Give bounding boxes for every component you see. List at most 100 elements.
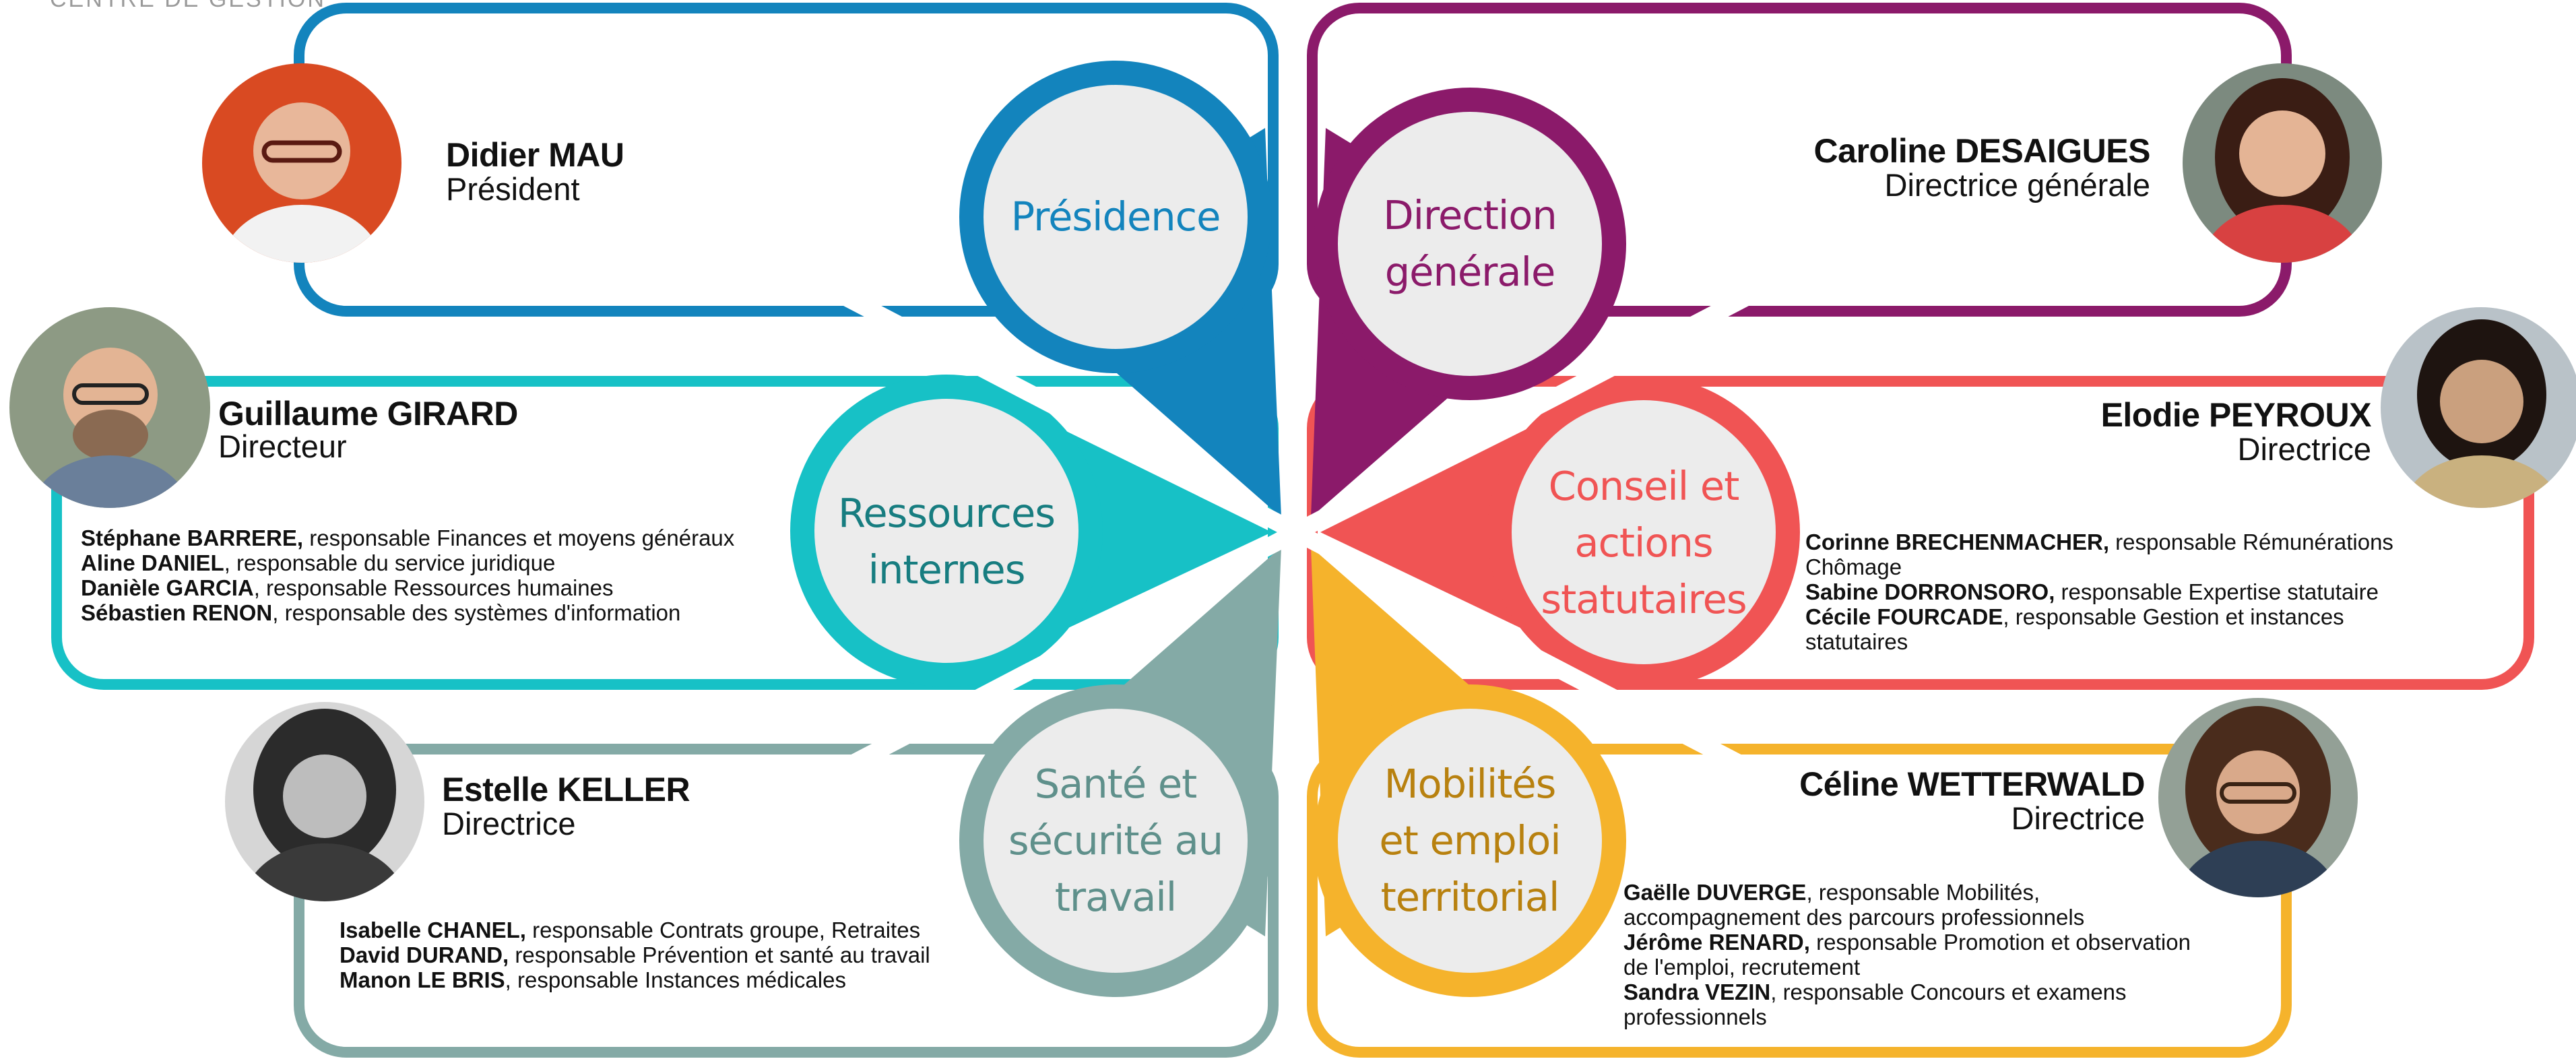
header-caption: CENTRE DE GESTION bbox=[50, 0, 326, 13]
member-line: Danièle GARCIA, responsable Ressources h… bbox=[81, 575, 734, 600]
avatar-guillaume-girard bbox=[9, 307, 210, 508]
person-role-sante: Directrice bbox=[442, 806, 576, 841]
member-name: David DURAND, bbox=[340, 942, 509, 967]
avatar-caroline-desaigues bbox=[2183, 63, 2382, 263]
member-name: Sabine DORRONSORO, bbox=[1805, 579, 2055, 604]
member-line: Sébastien RENON, responsable des système… bbox=[81, 600, 734, 625]
member-name: Aline DANIEL bbox=[81, 550, 224, 575]
member-desc: accompagnement des parcours professionne… bbox=[1623, 905, 2085, 930]
member-desc: responsable Prévention et santé au trava… bbox=[509, 942, 930, 967]
petal-presidence-inner bbox=[984, 85, 1248, 349]
petal-sante-inner bbox=[984, 709, 1248, 973]
label-direction: Direction générale bbox=[1338, 187, 1602, 300]
person-name-presidence: Didier MAU bbox=[446, 136, 624, 174]
member-line: statutaires bbox=[1805, 629, 2393, 654]
label-mobilites: Mobilités et emploi territorial bbox=[1338, 756, 1602, 926]
person-role-conseil: Directrice bbox=[2237, 431, 2371, 467]
members-sante: Isabelle CHANEL, responsable Contrats gr… bbox=[340, 918, 930, 992]
person-role-mobilites: Directrice bbox=[2011, 800, 2145, 836]
member-desc: de l'emploi, recrutement bbox=[1623, 955, 1861, 980]
member-desc: , responsable du service juridique bbox=[224, 550, 556, 575]
member-desc: responsable Expertise statutaire bbox=[2055, 579, 2379, 604]
frame-mobilites bbox=[1307, 744, 2292, 1058]
member-name: Stéphane BARRERE, bbox=[81, 525, 304, 550]
label-line: Mobilités bbox=[1384, 761, 1557, 807]
label-line: Santé et bbox=[1034, 761, 1198, 807]
member-line: Stéphane BARRERE, responsable Finances e… bbox=[81, 525, 734, 550]
member-desc: professionnels bbox=[1623, 1004, 1767, 1029]
person-name-direction: Caroline DESAIGUES bbox=[1813, 132, 2151, 170]
member-line: Isabelle CHANEL, responsable Contrats gr… bbox=[340, 918, 930, 942]
member-line: de l'emploi, recrutement bbox=[1623, 955, 2191, 980]
member-desc: , responsable Concours et examens bbox=[1770, 980, 2127, 1004]
person-name-conseil: Elodie PEYROUX bbox=[2100, 396, 2372, 434]
members-conseil: Corinne BRECHENMACHER, responsable Rémun… bbox=[1805, 530, 2393, 654]
label-line: et emploi bbox=[1379, 817, 1561, 864]
member-name: Gaëlle DUVERGE bbox=[1623, 880, 1807, 905]
avatar-celine-wetterwald bbox=[2158, 698, 2358, 897]
member-line: Aline DANIEL, responsable du service jur… bbox=[81, 550, 734, 575]
label-line: territorial bbox=[1380, 874, 1560, 920]
label-line: Ressources bbox=[837, 490, 1056, 536]
member-name: Isabelle CHANEL, bbox=[340, 918, 526, 942]
label-line: sécurité au bbox=[1008, 817, 1223, 864]
avatar-didier-mau bbox=[202, 63, 401, 263]
person-role-direction: Directrice générale bbox=[1884, 167, 2150, 203]
member-desc: , responsable des systèmes d'information bbox=[272, 600, 681, 625]
label-line: Présidence bbox=[1010, 193, 1221, 240]
member-desc: , responsable Instances médicales bbox=[505, 967, 846, 992]
member-name: Sébastien RENON bbox=[81, 600, 273, 625]
label-presidence: Présidence bbox=[984, 189, 1248, 245]
label-line: générale bbox=[1384, 249, 1556, 295]
petal-conseil-inner bbox=[1512, 400, 1776, 664]
member-line: Gaëlle DUVERGE, responsable Mobilités, bbox=[1623, 880, 2191, 905]
petal-ressources-inner bbox=[814, 399, 1078, 663]
member-line: Chômage bbox=[1805, 554, 2393, 579]
member-line: Cécile FOURCADE, responsable Gestion et … bbox=[1805, 604, 2393, 629]
member-desc: responsable Rémunérations bbox=[2109, 530, 2393, 554]
member-desc: , responsable Gestion et instances bbox=[2003, 604, 2344, 629]
petal-mobilites-inner bbox=[1338, 709, 1602, 973]
member-desc: , responsable Mobilités, bbox=[1806, 880, 2040, 905]
member-name: Corinne BRECHENMACHER, bbox=[1805, 530, 2110, 554]
member-desc: responsable Contrats groupe, Retraites bbox=[525, 918, 921, 942]
label-ressources: Ressources internes bbox=[814, 485, 1078, 598]
member-line: professionnels bbox=[1623, 1004, 2191, 1029]
avatar-estelle-keller bbox=[225, 702, 424, 901]
member-line: Sabine DORRONSORO, responsable Expertise… bbox=[1805, 579, 2393, 604]
person-name-mobilites: Céline WETTERWALD bbox=[1799, 765, 2145, 803]
member-line: David DURAND, responsable Prévention et … bbox=[340, 942, 930, 967]
frame-ressources bbox=[51, 376, 1279, 690]
member-name: Cécile FOURCADE bbox=[1805, 604, 2003, 629]
avatar-elodie-peyroux bbox=[2381, 307, 2576, 508]
label-conseil: Conseil et actions statutaires bbox=[1512, 458, 1776, 628]
label-line: statutaires bbox=[1541, 576, 1747, 622]
label-line: Conseil et bbox=[1548, 463, 1740, 509]
label-line: Direction bbox=[1383, 192, 1557, 238]
person-name-sante: Estelle KELLER bbox=[442, 771, 690, 808]
label-sante: Santé et sécurité au travail bbox=[984, 756, 1248, 926]
person-name-ressources: Guillaume GIRARD bbox=[218, 395, 518, 432]
member-line: accompagnement des parcours professionne… bbox=[1623, 905, 2191, 930]
frame-sante bbox=[294, 744, 1279, 1058]
member-name: Danièle GARCIA bbox=[81, 575, 254, 600]
person-role-presidence: Président bbox=[446, 171, 580, 207]
member-name: Manon LE BRIS bbox=[340, 967, 505, 992]
member-desc: Chômage bbox=[1805, 554, 1902, 579]
member-line: Jérôme RENARD, responsable Promotion et … bbox=[1623, 930, 2191, 955]
petal-direction-inner bbox=[1338, 112, 1602, 376]
member-name: Jérôme RENARD, bbox=[1623, 930, 1810, 955]
member-line: Corinne BRECHENMACHER, responsable Rémun… bbox=[1805, 530, 2393, 554]
label-line: internes bbox=[868, 546, 1026, 593]
members-mobilites: Gaëlle DUVERGE, responsable Mobilités, a… bbox=[1623, 880, 2191, 1029]
member-desc: responsable Promotion et observation bbox=[1809, 930, 2191, 955]
person-role-ressources: Directeur bbox=[218, 428, 347, 464]
member-desc: statutaires bbox=[1805, 629, 1908, 654]
label-line: travail bbox=[1054, 874, 1177, 920]
members-ressources: Stéphane BARRERE, responsable Finances e… bbox=[81, 525, 734, 625]
member-desc: responsable Finances et moyens généraux bbox=[303, 525, 735, 550]
member-line: Manon LE BRIS, responsable Instances méd… bbox=[340, 967, 930, 992]
member-desc: , responsable Ressources humaines bbox=[253, 575, 614, 600]
member-line: Sandra VEZIN, responsable Concours et ex… bbox=[1623, 980, 2191, 1004]
